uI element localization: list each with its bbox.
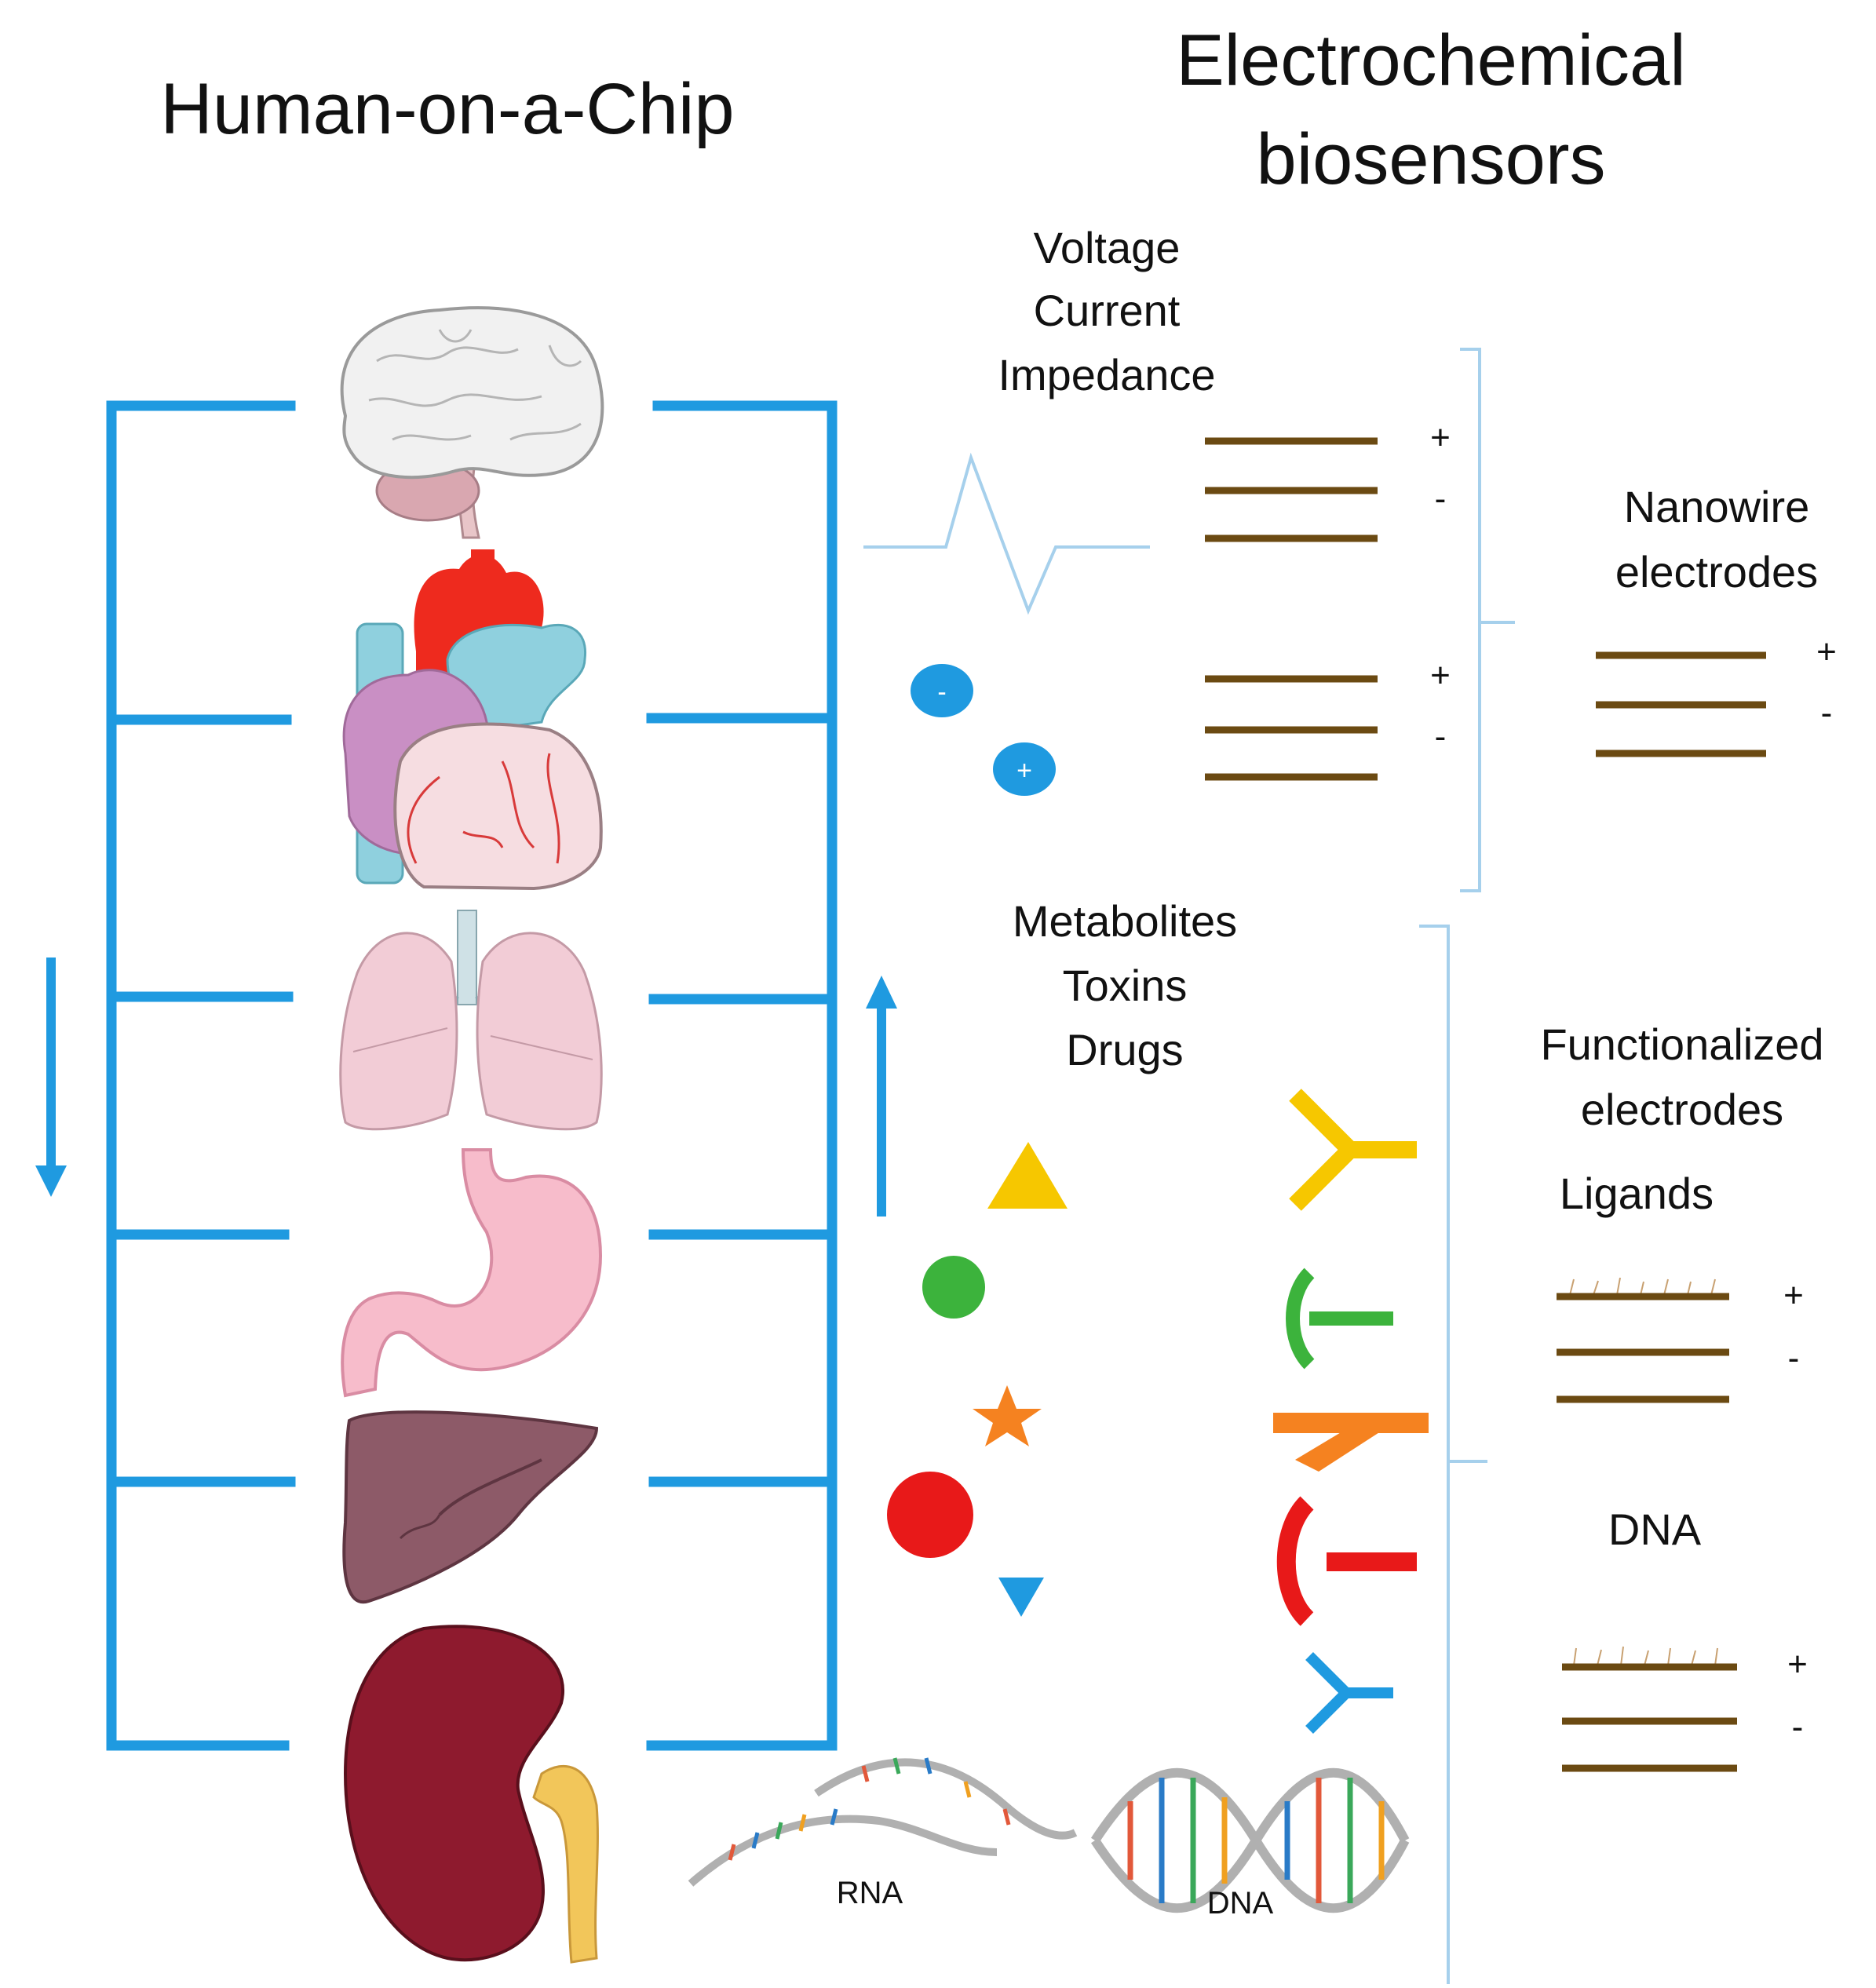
analyte-metabolites: Metabolites [1013, 896, 1237, 946]
svg-text:electrodes: electrodes [1615, 547, 1818, 596]
bracket-nanowire [1460, 348, 1515, 892]
bracket-functionalized [1419, 925, 1487, 1984]
svg-text:-: - [1792, 1708, 1804, 1746]
kidney-icon [343, 1625, 599, 1964]
nanowire-electrode: + - [1596, 633, 1837, 757]
flow-down-arrow [35, 958, 67, 1197]
svg-text:electrodes: electrodes [1581, 1085, 1783, 1134]
svg-text:-: - [1788, 1339, 1800, 1377]
receptor-orange [1273, 1413, 1429, 1472]
analyte-drugs: Drugs [1066, 1025, 1183, 1074]
rna-caption: RNA [837, 1876, 903, 1910]
receptor-green [1286, 1268, 1393, 1370]
dna-helix-icon [1090, 1767, 1410, 1913]
receptor-yellow [1289, 1089, 1417, 1211]
rna-strand-icon [688, 1757, 1078, 1887]
signal-impedance: Impedance [998, 350, 1215, 399]
dna-caption: DNA [1207, 1886, 1274, 1921]
signal-voltage: Voltage [1034, 223, 1181, 272]
electrode-set-1: + - [1205, 418, 1451, 542]
svg-text:-: - [1821, 694, 1833, 732]
ion-positive: + [993, 742, 1056, 796]
svg-text:+: + [1016, 756, 1032, 786]
green-circle [922, 1256, 985, 1319]
svg-text:+: + [1430, 418, 1451, 457]
svg-text:-: - [1435, 717, 1447, 756]
heart-icon [342, 549, 603, 891]
human-on-chip-title: Human-on-a-Chip [160, 69, 734, 149]
brain-icon [340, 306, 604, 539]
microfluidic-channels [106, 400, 838, 1751]
yellow-triangle [987, 1142, 1068, 1209]
svg-text:+: + [1783, 1276, 1804, 1315]
receptor-blue [1305, 1652, 1393, 1734]
biosensors-title-line2: biosensors [1257, 119, 1606, 199]
dna-electrode-label: DNA [1608, 1505, 1702, 1554]
red-circle [887, 1472, 973, 1558]
svg-text:Nanowire: Nanowire [1624, 482, 1810, 531]
receptor-red [1276, 1496, 1417, 1626]
svg-text:+: + [1787, 1645, 1808, 1683]
orange-star [973, 1385, 1042, 1446]
signal-labels: Voltage Current Impedance [998, 223, 1215, 399]
blue-triangle [998, 1578, 1044, 1617]
ion-negative: - [911, 664, 973, 717]
functionalized-label: Functionalized electrodes [1540, 1020, 1823, 1134]
analyte-labels: Metabolites Toxins Drugs [1013, 896, 1237, 1074]
svg-text:+: + [1816, 633, 1837, 671]
flow-up-arrow [866, 976, 897, 1217]
svg-text:-: - [937, 677, 946, 707]
svg-text:Functionalized: Functionalized [1540, 1020, 1823, 1069]
dna-electrode: + - [1562, 1645, 1808, 1772]
ligands-label: Ligands [1560, 1169, 1714, 1218]
stomach-icon [341, 1148, 603, 1398]
svg-text:-: - [1435, 480, 1447, 518]
analyte-toxins: Toxins [1063, 961, 1188, 1010]
electrode-set-2: + - [1205, 656, 1451, 781]
lungs-icon [339, 910, 603, 1131]
liver-icon [342, 1410, 599, 1604]
waveform [863, 452, 1150, 615]
svg-text:+: + [1430, 656, 1451, 695]
ligand-electrode: + - [1557, 1276, 1804, 1403]
biosensors-title-line1: Electrochemical [1176, 20, 1685, 100]
nanowire-label: Nanowire electrodes [1615, 482, 1818, 596]
signal-current: Current [1034, 286, 1181, 335]
